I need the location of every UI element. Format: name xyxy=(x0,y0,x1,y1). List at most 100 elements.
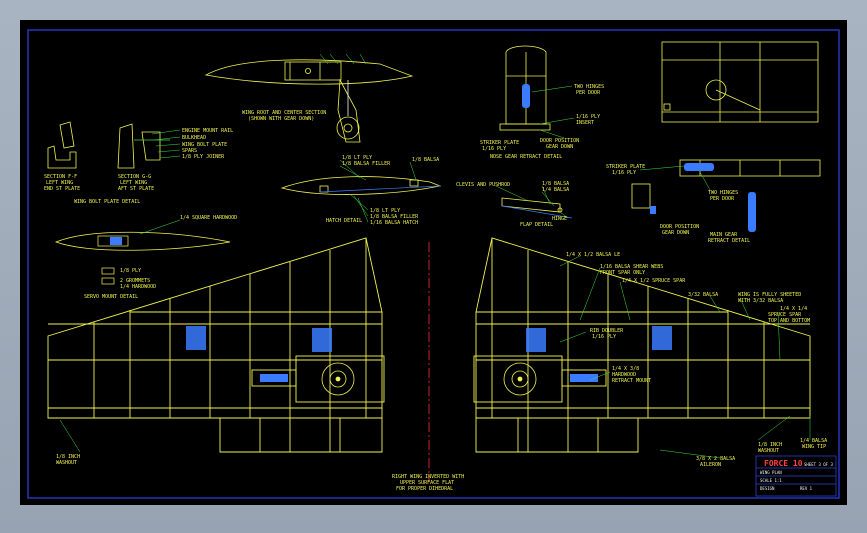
servo-mount-title: SERVO MOUNT DETAIL xyxy=(84,294,138,300)
wing-plan-drawing: WING ROOT AND CENTER SECTION (SHOWN WITH… xyxy=(27,29,840,499)
label-main-gear: MAIN GEAR xyxy=(710,232,738,238)
main-gear-strut xyxy=(748,192,756,232)
left-main-gear-wheel xyxy=(321,362,355,396)
left-wing-plan xyxy=(47,237,385,453)
flap-leaders xyxy=(495,185,569,219)
servo-mount-detail xyxy=(54,219,231,285)
label-spruce-spars-2: SPRUCE SPAR xyxy=(768,312,802,318)
label-spruce-spars-3: TOP AND BOTTOM xyxy=(768,318,810,324)
label-square-hardwood: 1/4 SQUARE HARDWOOD xyxy=(180,215,237,221)
label-hardwood-retract: 1/4 X 3/8 xyxy=(612,366,639,372)
label-two-hinges-door: TWO HINGES xyxy=(574,84,604,90)
label-ply-joiner: 1/8 PLY JOINER xyxy=(182,154,225,160)
label-ply-insert-2: INSERT xyxy=(576,120,594,126)
label-inverted-note-3: FOR PROPER DIHEDRAL xyxy=(396,486,453,492)
label-spars: SPARS xyxy=(182,148,197,154)
label-wing-tip: 1/4 BALSA xyxy=(800,438,827,444)
label-clevis-pushrod: CLEVIS AND PUSHROD xyxy=(456,182,510,188)
root-section-leaders xyxy=(319,53,367,65)
label-striker-plate-r2: 1/16 PLY xyxy=(612,170,636,176)
nose-gear-detail-title: NOSE GEAR RETRACT DETAIL xyxy=(490,154,562,160)
label-gear-down: GEAR DOWN xyxy=(546,144,573,150)
title-block-line5: DESIGN xyxy=(760,486,775,491)
label-servo-c: 1/4 HARDWOOD xyxy=(120,284,156,290)
label-wing-sheeted-2: WITH 3/32 BALSA xyxy=(738,298,783,304)
title-block-name: FORCE 10 xyxy=(764,459,803,468)
label-gear-down-r: GEAR DOWN xyxy=(662,230,689,236)
label-per-door: PER DOOR xyxy=(576,90,601,96)
label-washout-left: 1/8 INCH xyxy=(56,454,80,460)
label-flap-balsa-1: 1/8 BALSA xyxy=(542,181,569,187)
label-section-ff-2: LEFT WING xyxy=(46,180,73,186)
title-block-line2: SHEET 3 OF 3 xyxy=(804,462,833,467)
wing-root-section-subtitle: (SHOWN WITH GEAR DOWN) xyxy=(248,116,314,122)
label-washout-right-2: WASHOUT xyxy=(758,448,779,454)
wing-root-section-detail xyxy=(204,59,414,143)
label-section-gg-2: LEFT WING xyxy=(120,180,147,186)
nose-gear-retract-detail xyxy=(499,45,551,131)
label-bulkhead: BULKHEAD xyxy=(182,135,206,141)
label-section-gg-3: AFT ST PLATE xyxy=(118,186,154,192)
wing-bolt-plate-detail xyxy=(47,121,170,169)
label-striker-plate: STRIKER PLATE xyxy=(480,140,519,146)
label-rib-doubler-2: 1/16 PLY xyxy=(592,334,616,340)
label-door-position-r: DOOR POSITION xyxy=(660,224,699,230)
cad-viewport[interactable]: WING ROOT AND CENTER SECTION (SHOWN WITH… xyxy=(20,20,847,505)
hatch-detail xyxy=(280,176,442,195)
label-section-gg: SECTION G-G xyxy=(118,174,151,180)
label-aileron: 3/8 X 2 BALSA xyxy=(696,456,735,462)
main-gear-leaders xyxy=(639,165,711,191)
label-section-ff-3: END ST PLATE xyxy=(44,186,80,192)
label-balsa-32: 3/32 BALSA xyxy=(688,292,718,298)
label-spruce-spar: 1/4 X 1/2 SPRUCE SPAR xyxy=(622,278,686,284)
bolt-plate-leaders xyxy=(151,129,181,159)
label-wing-sheeted: WING IS FULLY SHEETED xyxy=(738,292,801,298)
label-servo-b: 2 GROMMETS xyxy=(120,278,150,284)
label-ply-insert: 1/16 PLY xyxy=(576,114,600,120)
title-block-line4: SCALE 1:1 xyxy=(760,478,782,483)
label-spruce-spars-1: 1/4 X 1/4 xyxy=(780,306,807,312)
label-balsa-filler: 1/8 BALSA FILLER xyxy=(342,161,391,167)
right-main-gear-wheel xyxy=(503,362,537,396)
label-shear-webs: 1/16 BALSA SHEAR WEBS xyxy=(600,264,663,270)
label-striker-plate-r: STRIKER PLATE xyxy=(606,164,645,170)
label-retract-detail: RETRACT DETAIL xyxy=(708,238,750,244)
label-hatch-lt-ply: 1/8 LT PLY xyxy=(370,208,400,214)
label-lt-ply: 1/8 LT PLY xyxy=(342,155,372,161)
label-striker-plate-2: 1/16 PLY xyxy=(482,146,506,152)
main-gear-door xyxy=(684,163,714,171)
title-block xyxy=(755,455,837,497)
left-wing-servos xyxy=(186,326,332,382)
label-inverted-note-2: UPPER SURFACE FLAT xyxy=(400,480,454,486)
title-block-line3: WING PLAN xyxy=(760,470,782,475)
right-wing-leaders xyxy=(59,255,811,459)
label-hardwood-retract-2: HARDWOOD xyxy=(612,372,636,378)
label-servo-a: 1/8 PLY xyxy=(120,268,141,274)
flap-detail xyxy=(501,197,573,219)
label-front-spar-only: FRONT SPAR ONLY xyxy=(600,270,645,276)
label-engine-mount-rail: ENGINE MOUNT RAIL xyxy=(182,128,233,134)
nose-gear-strut xyxy=(522,84,530,108)
label-aileron-2: AILERON xyxy=(700,462,721,468)
main-gear-insert xyxy=(650,206,656,214)
nose-gear-leaders xyxy=(531,85,575,139)
flap-detail-title: FLAP DETAIL xyxy=(520,222,553,228)
label-wing-bolt-plate: WING BOLT PLATE xyxy=(182,142,227,148)
label-rib-doubler: RIB DOUBLER xyxy=(590,328,624,334)
label-washout-left-2: WASHOUT xyxy=(56,460,77,466)
hatch-leaders xyxy=(339,159,417,223)
main-gear-retract-detail xyxy=(631,41,821,209)
label-flap-balsa-2: 1/4 BALSA xyxy=(542,187,569,193)
hatch-detail-title: HATCH DETAIL xyxy=(326,218,362,224)
label-washout-right: 1/8 INCH xyxy=(758,442,782,448)
label-hatch-balsa-filler: 1/8 BALSA FILLER xyxy=(370,214,419,220)
label-wing-tip-2: WING TIP xyxy=(802,444,826,450)
title-block-line6: REV 1 xyxy=(800,486,813,491)
label-per-door-r: PER DOOR xyxy=(710,196,735,202)
label-door-position: DOOR POSITION xyxy=(540,138,579,144)
label-inverted-note: RIGHT WING INVERTED WITH xyxy=(392,474,464,480)
label-balsa-le: 1/4 X 1/2 BALSA LE xyxy=(566,252,620,258)
label-two-hinges-r: TWO HINGES xyxy=(708,190,738,196)
right-wing-servos xyxy=(526,326,672,382)
drawing-border xyxy=(27,29,840,499)
